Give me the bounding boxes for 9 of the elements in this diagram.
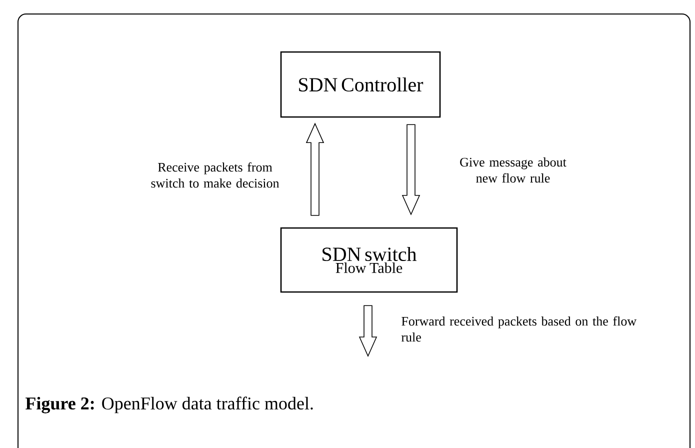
edge-label: Give message about new flow rule: [460, 157, 566, 183]
block-arrow: [306, 122, 324, 216]
block-arrow: [358, 305, 378, 357]
edge-label: Forward received packets based on the flow rule: [401, 316, 637, 342]
process-box: SDN switch Flow Table: [280, 227, 458, 293]
caption: Figure 2: OpenFlow data traffic model.: [26, 396, 313, 414]
process-box: SDN Controller: [280, 51, 441, 118]
edge-label: Receive packets from switch to make decision: [151, 162, 280, 188]
block-arrow: [402, 124, 420, 216]
